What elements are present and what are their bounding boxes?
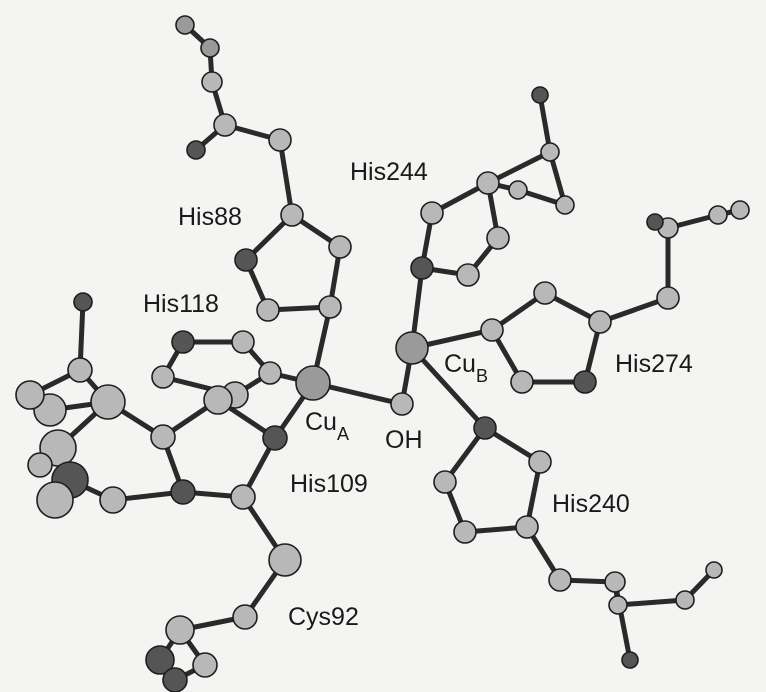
atom-a2 <box>200 38 220 58</box>
atom-r5 <box>656 286 680 310</box>
atom-h244d <box>456 263 480 287</box>
cu-b-subscript: B <box>476 366 488 386</box>
label-cu-b: CuB <box>444 350 488 386</box>
atom-h244a <box>476 171 500 195</box>
label-his240: His240 <box>552 490 630 518</box>
atoms-layer <box>15 15 750 692</box>
atom-cuA <box>295 365 331 401</box>
atom-h88e <box>234 248 258 272</box>
labels-layer: His88 His244 His118 His274 His109 His240… <box>143 158 693 631</box>
atom-h240b <box>528 450 552 474</box>
atom-j3 <box>170 479 196 505</box>
atom-k1 <box>171 330 195 354</box>
atom-t4 <box>508 180 528 200</box>
atom-h274e <box>573 370 597 394</box>
atom-a4 <box>186 140 206 160</box>
label-his118: His118 <box>143 290 219 318</box>
bond-cuB-h240a <box>409 345 488 431</box>
atom-m4 <box>73 292 93 312</box>
atom-m9 <box>27 452 53 478</box>
atom-c1 <box>268 543 302 577</box>
atom-c6 <box>162 667 188 692</box>
atom-r4 <box>646 213 664 231</box>
atom-s2 <box>604 571 626 593</box>
atom-h244c <box>410 256 434 280</box>
atom-s4 <box>675 590 695 610</box>
atom-h240e <box>433 470 457 494</box>
atom-k2 <box>231 330 255 354</box>
atom-j5 <box>203 385 233 415</box>
label-his88: His88 <box>178 203 242 231</box>
atom-h274c <box>480 318 504 342</box>
atom-h274b <box>533 281 557 305</box>
atom-r1 <box>730 200 750 220</box>
atom-j1 <box>262 425 288 451</box>
atom-a6 <box>268 128 292 152</box>
atom-c5 <box>192 652 218 678</box>
bond-a6-h88a <box>277 137 295 218</box>
label-cys92: Cys92 <box>288 603 359 631</box>
atom-oh <box>390 392 414 416</box>
atom-h240c <box>515 515 539 539</box>
atom-k3 <box>258 361 282 385</box>
atom-h88c <box>318 295 342 319</box>
bond-s2-s6 <box>612 579 633 663</box>
bond-r5-h274a <box>597 295 671 325</box>
atom-r2 <box>708 205 728 225</box>
label-his244: His244 <box>350 158 428 186</box>
atom-c2 <box>232 604 258 630</box>
label-his109: His109 <box>290 470 368 498</box>
atom-h88b <box>328 235 352 259</box>
atom-m3 <box>15 380 45 410</box>
atom-j4 <box>150 424 176 450</box>
atom-s1 <box>548 568 572 592</box>
bond-s3-s4 <box>615 597 688 608</box>
atom-t3 <box>555 195 575 215</box>
atom-cuB <box>395 331 429 365</box>
atom-h240d <box>453 520 477 544</box>
atom-h244e <box>486 226 510 250</box>
atom-m1 <box>90 384 126 420</box>
label-his274: His274 <box>615 350 693 378</box>
atom-m5 <box>67 357 93 383</box>
atom-k4 <box>151 365 175 389</box>
atom-s3 <box>608 595 628 615</box>
atom-s6 <box>621 651 639 669</box>
atom-h274d <box>510 370 534 394</box>
cu-b-symbol: Cu <box>444 350 476 378</box>
atom-h88d <box>256 298 280 322</box>
atom-t1 <box>531 86 549 104</box>
label-oh: OH <box>385 426 423 454</box>
label-cu-a: CuA <box>305 408 349 444</box>
atom-a3 <box>201 71 223 93</box>
atom-t2 <box>540 142 560 162</box>
atom-h274a <box>588 310 612 334</box>
atom-m8 <box>36 481 74 519</box>
atom-a1 <box>175 15 195 35</box>
atom-h244b <box>420 201 444 225</box>
cu-a-symbol: Cu <box>305 408 337 436</box>
atom-a5 <box>213 113 237 137</box>
atom-c4 <box>145 645 175 675</box>
atom-j2 <box>230 484 256 510</box>
atom-s5 <box>705 561 723 579</box>
atom-m10 <box>99 486 127 514</box>
cu-a-subscript: A <box>337 424 349 444</box>
atom-c3 <box>165 615 195 645</box>
atom-h240a <box>473 416 497 440</box>
atom-h88a <box>280 203 304 227</box>
